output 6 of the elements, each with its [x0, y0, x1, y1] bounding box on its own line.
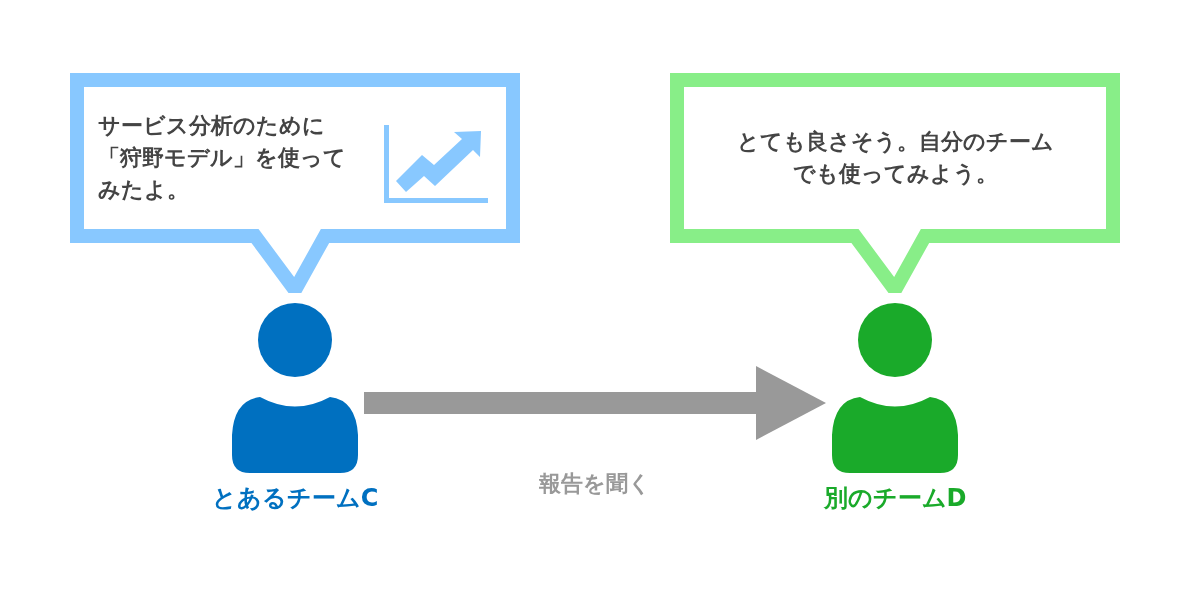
team-name: 別のチームD [822, 483, 968, 513]
arrow [364, 366, 826, 440]
team-name: とあるチームC [210, 483, 380, 513]
speech-text: とても良さそう。自分のチームでも使ってみよう。 [735, 128, 1055, 188]
speech-text: サービス分析のために「狩野モデル」を使ってみたよ。 [98, 112, 347, 204]
edge-label: 報告を聞く [538, 470, 652, 498]
